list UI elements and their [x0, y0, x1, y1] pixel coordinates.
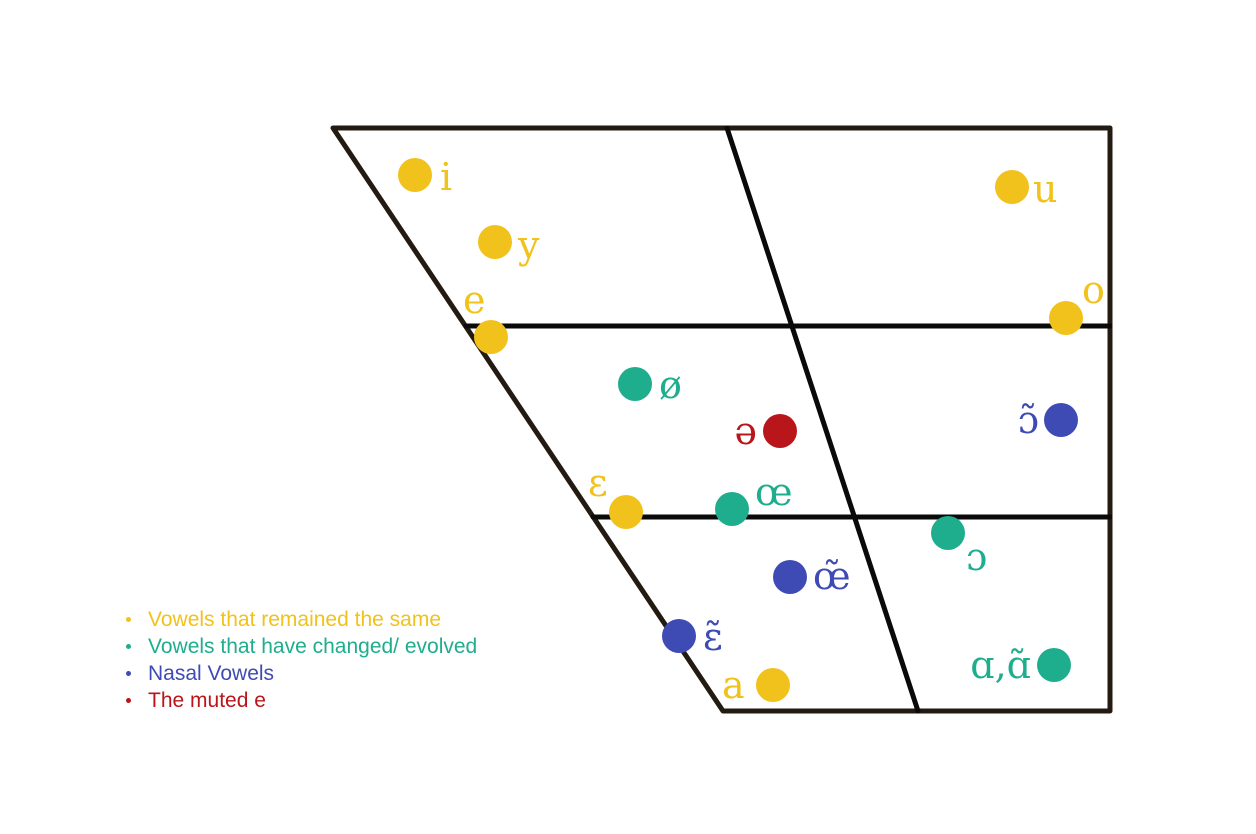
vowel-label-o-nasal: ɔ̃ [1018, 398, 1039, 442]
vowel-dot-o-nasal [1044, 403, 1078, 437]
vowel-y: y [478, 223, 540, 267]
legend-label-same: Vowels that remained the same [148, 608, 441, 631]
vowel-label-u: u [1033, 167, 1057, 211]
legend-item-changed: Vowels that have changed/ evolved [126, 633, 477, 660]
vowel-dot-oe-nasal [773, 560, 807, 594]
vowel-label-epsilon-nasal: ɛ̃ [703, 615, 723, 659]
legend-bullet-same [126, 617, 131, 622]
legend-bullet-changed [126, 644, 131, 649]
legend-bullet-muted [126, 698, 131, 703]
vowel-alpha: ɑ,ɑ̃ [970, 643, 1071, 687]
vowel-label-a: a [722, 663, 745, 707]
legend-label-nasal: Nasal Vowels [148, 662, 275, 685]
vowel-dot-epsilon-nasal [662, 619, 696, 653]
vowel-epsilon: ɛ [588, 461, 643, 529]
vowel-dot-e [474, 320, 508, 354]
vowel-epsilon-nasal: ɛ̃ [662, 615, 723, 659]
vowel-dot-open-o [931, 516, 965, 550]
vowel-o-nasal: ɔ̃ [1018, 398, 1078, 442]
vowel-dot-oe [715, 492, 749, 526]
vowel-dot-y [478, 225, 512, 259]
central-divider-line [724, 125, 921, 714]
vowel-label-oe: œ [755, 470, 793, 514]
vowel-o: o [1049, 268, 1105, 335]
vowel-oe: œ [715, 470, 793, 526]
vowel-label-o-slash: ø [659, 363, 682, 407]
vowel-open-o: ɔ [931, 516, 987, 579]
vowel-u: u [995, 167, 1057, 211]
legend-bullet-nasal [126, 671, 131, 676]
vowel-label-o: o [1082, 268, 1105, 312]
legend-label-muted: The muted e [148, 689, 266, 712]
vowel-o-slash: ø [618, 363, 682, 407]
vowel-dot-alpha [1037, 648, 1071, 682]
vowel-label-epsilon: ɛ [588, 461, 608, 505]
vowel-markers: i ye u o ø ə ɔ̃ ɛ œ ɔ œ̃ ɛ̃a ɑ,ɑ̃ [398, 155, 1105, 707]
legend-item-nasal: Nasal Vowels [126, 660, 477, 687]
vowel-label-e: e [463, 278, 486, 322]
vowel-e: e [463, 278, 508, 354]
vowel-label-oe-nasal: œ̃ [813, 554, 851, 598]
vowel-label-y: y [517, 223, 540, 267]
vowel-a: a [722, 663, 790, 707]
vowel-i: i [398, 155, 452, 199]
vowel-label-schwa: ə [735, 409, 758, 453]
vowel-oe-nasal: œ̃ [773, 554, 851, 598]
vowel-dot-schwa [763, 414, 797, 448]
vowel-dot-o [1049, 301, 1083, 335]
vowel-dot-i [398, 158, 432, 192]
vowel-label-alpha: ɑ,ɑ̃ [970, 643, 1031, 687]
legend-item-muted: The muted e [126, 687, 477, 714]
legend-label-changed: Vowels that have changed/ evolved [148, 635, 478, 658]
vowel-dot-o-slash [618, 367, 652, 401]
vowel-dot-epsilon [609, 495, 643, 529]
vowel-schwa: ə [735, 409, 797, 453]
vowel-dot-u [995, 170, 1029, 204]
legend: Vowels that remained the same Vowels tha… [126, 606, 477, 714]
vowel-label-open-o: ɔ [966, 535, 987, 579]
vowel-dot-a [756, 668, 790, 702]
legend-item-same: Vowels that remained the same [126, 606, 477, 633]
vowel-label-i: i [440, 155, 452, 199]
